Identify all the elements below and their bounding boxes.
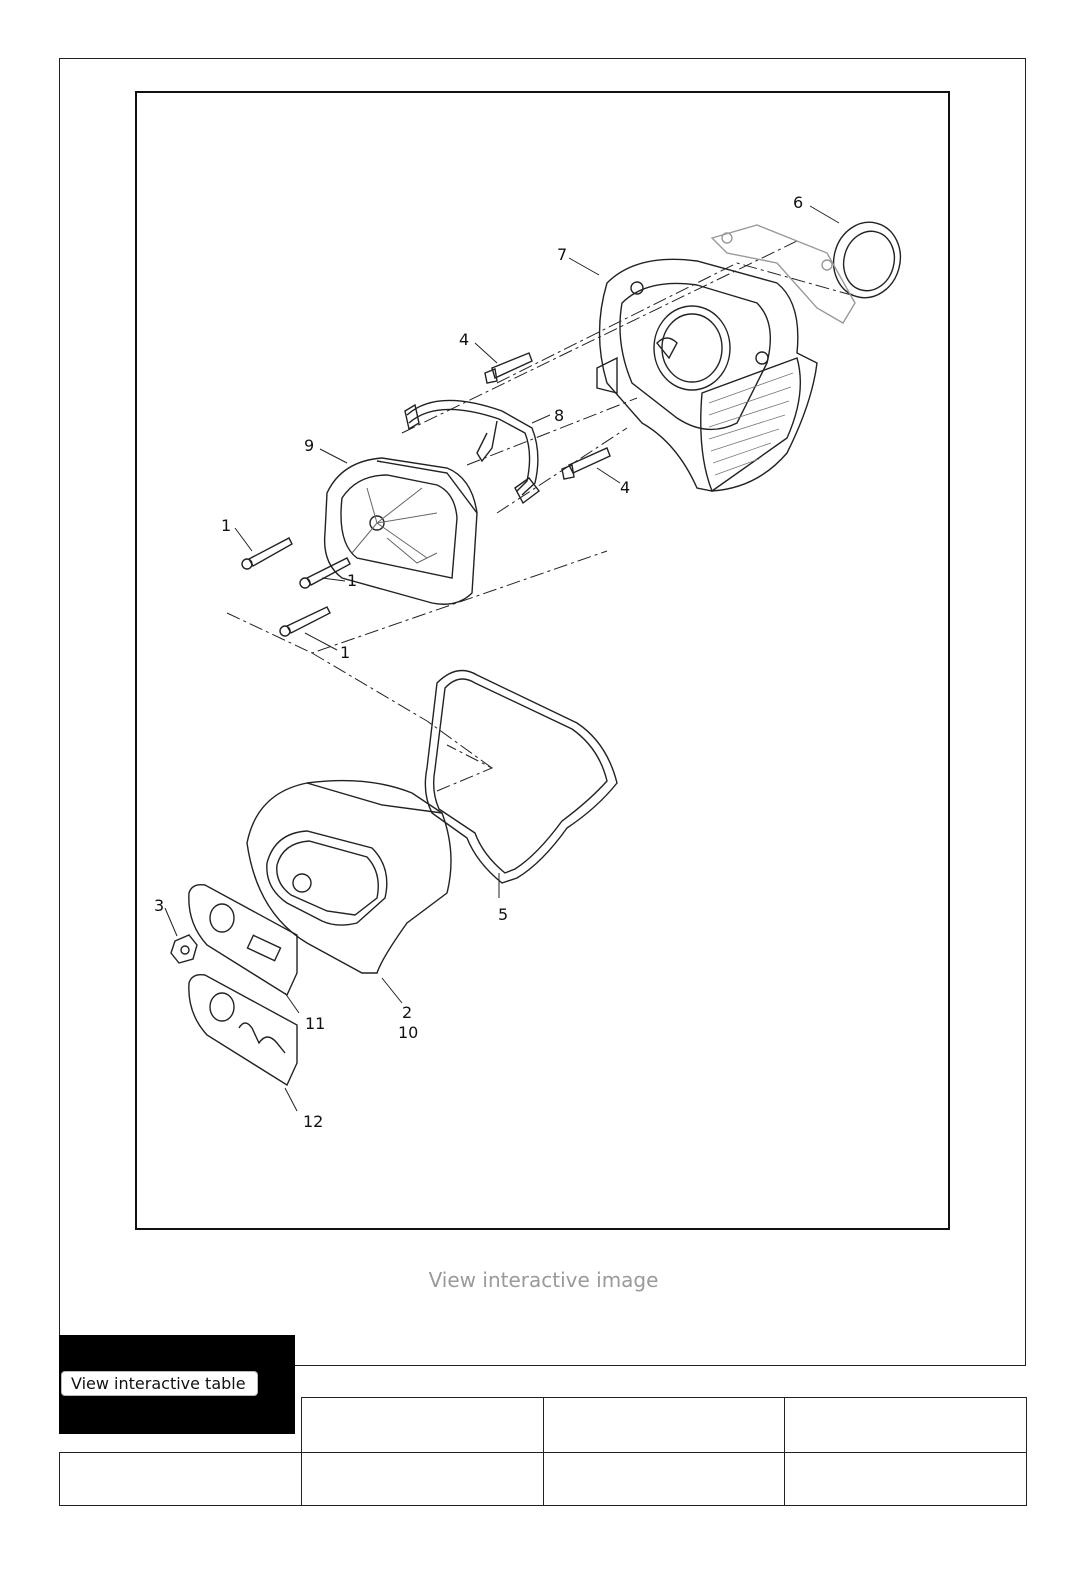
callout-9: 9 [304, 436, 314, 455]
part-6-seal-ring [832, 221, 902, 299]
part-7-backplate [596, 258, 818, 493]
table-cell [300, 1397, 544, 1453]
table-row [59, 1397, 1027, 1453]
callout-labels: 6 7 4 8 4 9 1 1 1 5 3 11 2 10 12 [154, 193, 803, 1131]
part-5-gasket [424, 669, 618, 884]
callout-4a: 4 [459, 330, 469, 349]
callout-2: 2 [402, 1003, 412, 1022]
callout-4b: 4 [620, 478, 630, 497]
assembly-axes [226, 240, 863, 792]
part-9-filter-element [323, 457, 478, 605]
callout-11: 11 [305, 1014, 325, 1033]
table-row [59, 1452, 1027, 1506]
callout-3: 3 [154, 896, 164, 915]
page-frame [59, 58, 1026, 1366]
table-cell [784, 1452, 1027, 1506]
callout-10: 10 [398, 1023, 418, 1042]
callout-7: 7 [557, 245, 567, 264]
leader-lines [164, 205, 840, 1112]
exploded-parts-diagram: 6 7 4 8 4 9 1 1 1 5 3 11 2 10 12 [135, 91, 950, 1230]
view-interactive-table-button[interactable]: View interactive table [61, 1371, 258, 1396]
part-3-nut [170, 934, 198, 964]
part-1-screws [241, 537, 351, 637]
callout-6: 6 [793, 193, 803, 212]
part-11-trim [188, 883, 298, 997]
callout-8: 8 [554, 406, 564, 425]
part-4-studs [484, 352, 611, 480]
parts-table [59, 1397, 1027, 1506]
callout-1b: 1 [347, 571, 357, 590]
callout-5: 5 [498, 905, 508, 924]
table-cell [59, 1397, 302, 1453]
table-cell [784, 1397, 1027, 1453]
table-cell [59, 1452, 302, 1506]
callout-1a: 1 [221, 516, 231, 535]
view-interactive-image-link[interactable]: View interactive image [428, 1268, 659, 1292]
table-cell [542, 1452, 786, 1506]
table-cell [542, 1397, 786, 1453]
backplate-bracket [710, 224, 856, 324]
part-2-cover [246, 779, 452, 974]
table-cell [300, 1452, 544, 1506]
callout-12: 12 [303, 1112, 323, 1131]
callout-1c: 1 [340, 643, 350, 662]
part-12-trim [188, 973, 298, 1087]
part-8-breather [404, 399, 540, 505]
